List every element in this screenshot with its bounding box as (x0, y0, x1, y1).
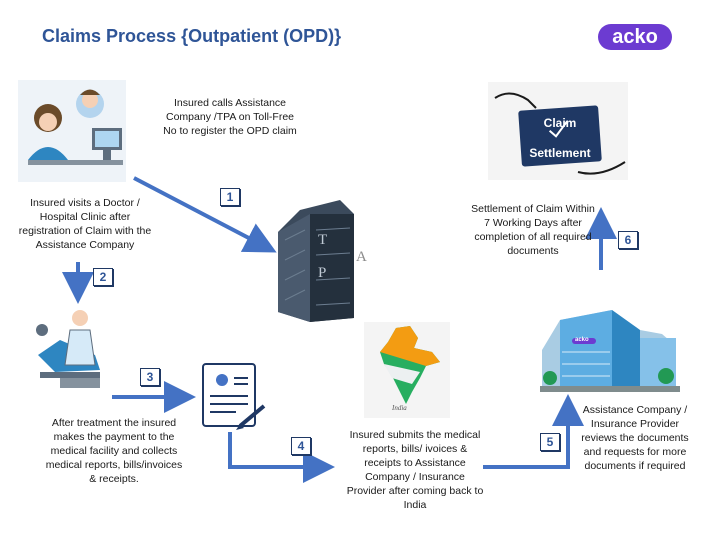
building-sign: acko (575, 337, 589, 343)
step-3-text: After treatment the insured makes the pa… (45, 417, 183, 485)
step-5-text: Assistance Company / Insurance Provider … (581, 404, 689, 472)
claim-card-line1: Claim (543, 116, 577, 130)
map-label: India (392, 404, 407, 412)
step-1-text: Insured calls Assistance Company /TPA on… (163, 97, 297, 137)
step-1-badge: 1 (220, 188, 240, 206)
tpa-letter-a: A (356, 249, 367, 265)
step-5-badge: 5 (540, 433, 560, 451)
flow-arrows (62, 176, 617, 483)
step-4-text: Insured submits the medical reports, bil… (346, 429, 484, 511)
step-6-badge: 6 (618, 231, 638, 249)
arrow-4 (228, 432, 335, 483)
step-3-badge: 3 (140, 368, 160, 386)
claim-settlement-illustration (488, 82, 628, 180)
hospital-building-illustration (540, 310, 680, 392)
arrow-5 (483, 394, 584, 469)
claim-card-line2: Settlement (529, 146, 591, 160)
tpa-letter-p: P (318, 265, 327, 281)
india-map-illustration (364, 322, 450, 418)
acko-logo: acko (598, 24, 672, 50)
arrow-1 (133, 176, 277, 253)
step-2-text: Insured visits a Doctor / Hospital Clini… (18, 197, 152, 251)
call-center-illustration (18, 80, 126, 182)
step-2-badge: 2 (93, 268, 113, 286)
tpa-building-illustration (278, 200, 354, 322)
page-title: Claims Process {Outpatient (OPD)} (42, 26, 342, 46)
document-illustration (202, 363, 266, 430)
step-6-text: Settlement of Claim Within 7 Working Day… (471, 203, 595, 257)
step-4-badge: 4 (291, 437, 311, 455)
logo-text: acko (612, 26, 658, 48)
doctor-illustration (25, 300, 120, 390)
tpa-letter-t: T (318, 232, 328, 248)
